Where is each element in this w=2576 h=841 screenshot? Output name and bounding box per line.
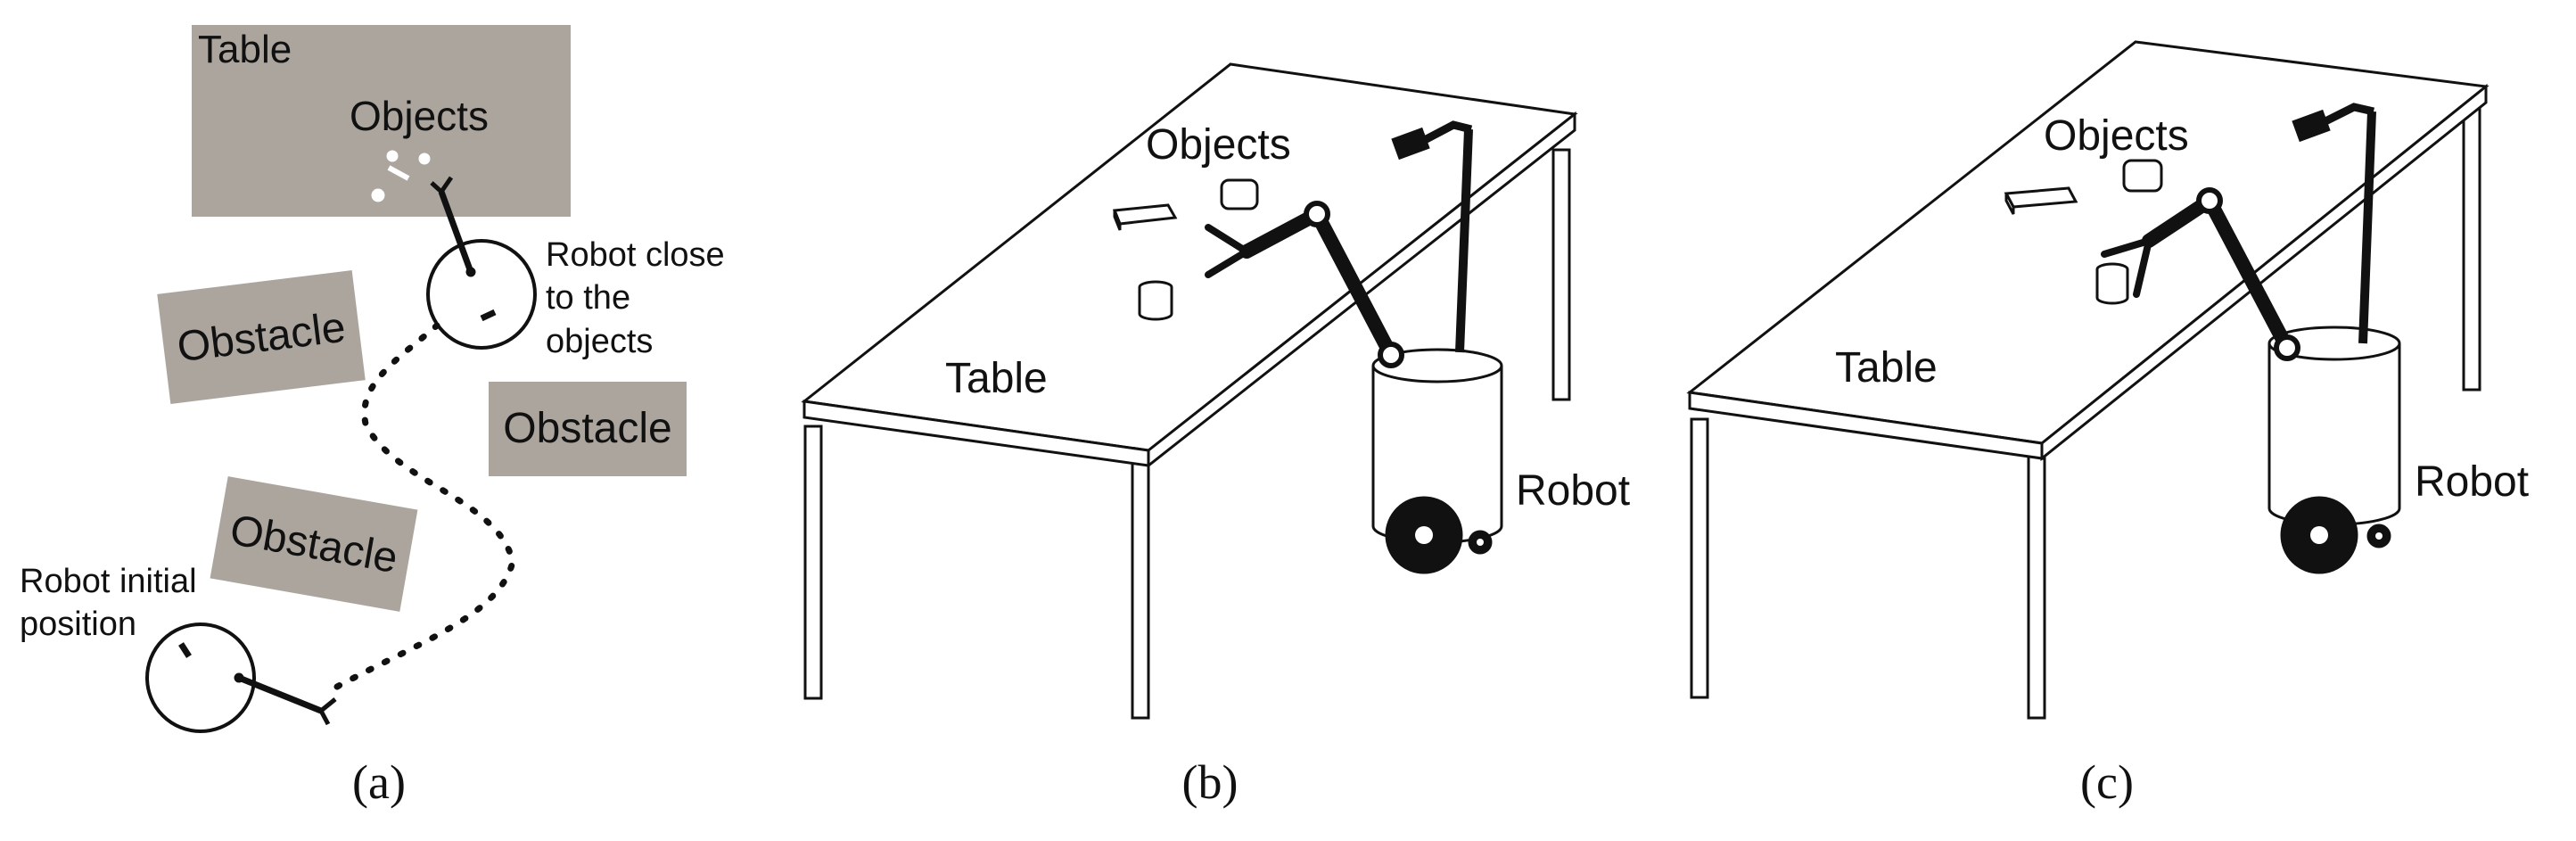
obstacle-2: Obstacle bbox=[489, 382, 687, 476]
svg-text:Obstacle: Obstacle bbox=[503, 405, 671, 452]
panel-a: Table Objects Obstacle Obstacle Obstacle bbox=[20, 25, 734, 809]
caption-c: (c) bbox=[2080, 755, 2134, 809]
objects-3d-b bbox=[1112, 178, 1259, 321]
robot-initial-top bbox=[145, 623, 337, 733]
objects-label-c: Objects bbox=[2044, 112, 2189, 160]
table-label-a: Table bbox=[198, 28, 292, 71]
objects-label-a: Objects bbox=[350, 93, 489, 139]
objects-on-table-a bbox=[371, 150, 431, 202]
robot-initial-label: Robot initial position bbox=[20, 563, 206, 643]
robot-close-label: Robot close to the objects bbox=[546, 236, 734, 360]
table-label-b: Table bbox=[945, 355, 1048, 402]
robot-label-b: Robot bbox=[1516, 467, 1630, 515]
panel-c: Table Objects Ro bbox=[1686, 40, 2529, 809]
camera-mast-b bbox=[1391, 120, 1473, 353]
table-legs-b bbox=[803, 148, 1571, 720]
robot-arm-b bbox=[1205, 201, 1404, 368]
robot-base-c bbox=[2267, 326, 2401, 526]
robot-arm-c bbox=[2101, 187, 2300, 361]
caption-b: (b) bbox=[1182, 755, 1239, 809]
table-area bbox=[192, 25, 571, 217]
robot-label-c: Robot bbox=[2415, 458, 2529, 506]
robot-close-top bbox=[426, 176, 537, 350]
table-side-edge-c bbox=[2040, 83, 2488, 462]
table-label-c: Table bbox=[1835, 344, 1938, 392]
camera-mast-c bbox=[2292, 103, 2376, 344]
objects-3d-c bbox=[2004, 159, 2163, 305]
table-legs-c bbox=[1690, 98, 2481, 720]
obstacle-1: Obstacle bbox=[157, 270, 366, 404]
caption-a: (a) bbox=[352, 755, 406, 809]
objects-label-b: Objects bbox=[1146, 121, 1291, 169]
panel-b: Table Objects bbox=[801, 62, 1630, 809]
obstacle-3: Obstacle bbox=[210, 476, 418, 612]
